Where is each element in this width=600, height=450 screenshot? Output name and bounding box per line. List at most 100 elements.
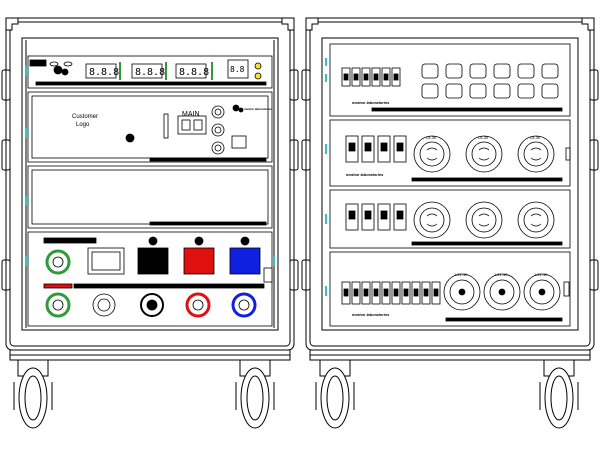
- black-connector-block: [137, 247, 169, 275]
- breaker-bank: [341, 67, 401, 87]
- caster-wheel: [315, 359, 355, 429]
- digital-meter: [131, 63, 163, 79]
- l6-30-panel-a: motion laboratories L6-30 L6-30 L6-30: [329, 119, 571, 187]
- breaker-bank: [345, 203, 407, 231]
- pilot-light: [211, 123, 225, 137]
- pilot-light: [211, 141, 225, 155]
- l6-30-panel-b: [329, 189, 571, 249]
- twistlock-receptacle-4pole: L21-30: [443, 272, 481, 311]
- side-handle: [1, 69, 11, 101]
- main-breaker: [177, 115, 207, 135]
- white-camlock: [92, 293, 116, 317]
- customer-logo-line2: Logo: [76, 122, 90, 128]
- rack-frame: [321, 37, 579, 331]
- breaker-toggle: [181, 119, 191, 131]
- knob: [125, 133, 135, 143]
- indicator-lamp: [254, 62, 262, 70]
- blank-panel: [27, 165, 273, 229]
- breaker-bank: [345, 135, 407, 163]
- svg-text:L6-30: L6-30: [478, 135, 489, 140]
- side-handle: [1, 259, 11, 291]
- cyan-accents: [25, 58, 327, 296]
- svg-text:L21-30: L21-30: [455, 272, 468, 277]
- caster-wheel: [13, 359, 53, 429]
- caster-wheel: [539, 359, 579, 429]
- brand-small: motion laboratories: [244, 107, 272, 111]
- digital-meter: [175, 63, 207, 79]
- digital-meter: [85, 63, 117, 79]
- brand-strip: [43, 237, 97, 244]
- corner-cap: [305, 17, 319, 31]
- right-base: [309, 349, 591, 429]
- green-camlock: [45, 292, 71, 318]
- left-base: [9, 349, 291, 429]
- customer-logo-line1: Customer: [72, 114, 98, 120]
- twistlock-receptacle-4pole: L21-30: [523, 272, 561, 311]
- blue-connector-block: [229, 247, 261, 275]
- meter-panel-face: [27, 55, 273, 89]
- l21-panel-face: [329, 251, 571, 327]
- main-panel-inset: [31, 95, 269, 159]
- panel-stripe: [35, 81, 267, 86]
- rack-frame: [21, 37, 279, 331]
- side-handle: [301, 69, 311, 101]
- brand-label: motion laboratories: [352, 100, 390, 105]
- breaker-toggle: [193, 119, 203, 131]
- brand-label: motion laboratories: [346, 172, 384, 177]
- outlet-panel-face: [329, 43, 571, 117]
- bee-logo: [49, 61, 73, 76]
- brand-tag: [29, 59, 47, 67]
- indicator-lamp: [254, 72, 262, 80]
- blank-panel-face: [27, 165, 273, 229]
- latch: [263, 267, 273, 283]
- twistlock-receptacle: L6-30: [413, 135, 451, 173]
- corner-cap: [281, 17, 295, 31]
- twistlock-receptacle: [465, 201, 503, 239]
- duplex-outlets: [421, 63, 559, 99]
- connector-panel: [27, 231, 273, 327]
- meter-digits: 8.8.8: [179, 67, 209, 78]
- red-stripe: [43, 283, 73, 289]
- side-handle: [289, 259, 299, 291]
- svg-text:L21-30: L21-30: [535, 272, 548, 277]
- warning-label: [231, 135, 247, 149]
- green-connector: [45, 249, 71, 275]
- latch: [565, 147, 571, 161]
- panel-stripe: [149, 221, 267, 226]
- bee-logo-small: [232, 104, 244, 113]
- meter-panel: 8.8.8 8.8.8 8.8.8 8.8: [27, 55, 273, 89]
- digital-meter-small: [227, 59, 249, 79]
- side-handle: [589, 69, 599, 101]
- breaker-bank: [341, 281, 441, 305]
- brand-label: motion laboratories: [352, 312, 390, 317]
- meter-digits: 8.8.8: [135, 67, 165, 78]
- outlet-panel: motion laboratories: [329, 43, 571, 117]
- main-panel: Customer Logo MAIN motion laboratories: [27, 91, 273, 163]
- red-connector-block: [183, 247, 215, 275]
- side-handle: [289, 69, 299, 101]
- l6-panel-face: [329, 189, 571, 249]
- meter-digits: 8.8.8: [89, 67, 119, 78]
- pilot-light: [211, 105, 225, 119]
- blank-panel-inset: [31, 169, 269, 225]
- side-handle: [1, 139, 11, 171]
- right-rack-case: [301, 17, 599, 351]
- panel-stripe: [411, 241, 563, 246]
- svg-text:L21-30: L21-30: [495, 272, 508, 277]
- twistlock-receptacle-4pole: L21-30: [483, 272, 521, 311]
- twistlock-receptacle: L6-30: [465, 135, 503, 173]
- twistlock-receptacle: [517, 201, 555, 239]
- side-handle: [289, 139, 299, 171]
- twistlock-receptacle: L6-30: [517, 135, 555, 173]
- panel-stripe: [149, 157, 267, 162]
- caster-wheel: [235, 359, 275, 429]
- meter-digits: 8.8: [230, 65, 245, 74]
- main-label: MAIN: [182, 111, 200, 118]
- svg-text:L6-30: L6-30: [426, 135, 437, 140]
- side-handle: [589, 139, 599, 171]
- svg-text:L6-30: L6-30: [530, 135, 541, 140]
- side-handle: [301, 139, 311, 171]
- l21-30-panel: motion laboratories L21-30 L21-30 L21-30: [329, 251, 571, 327]
- panel-stripe: [371, 107, 563, 112]
- red-camlock: [185, 292, 211, 318]
